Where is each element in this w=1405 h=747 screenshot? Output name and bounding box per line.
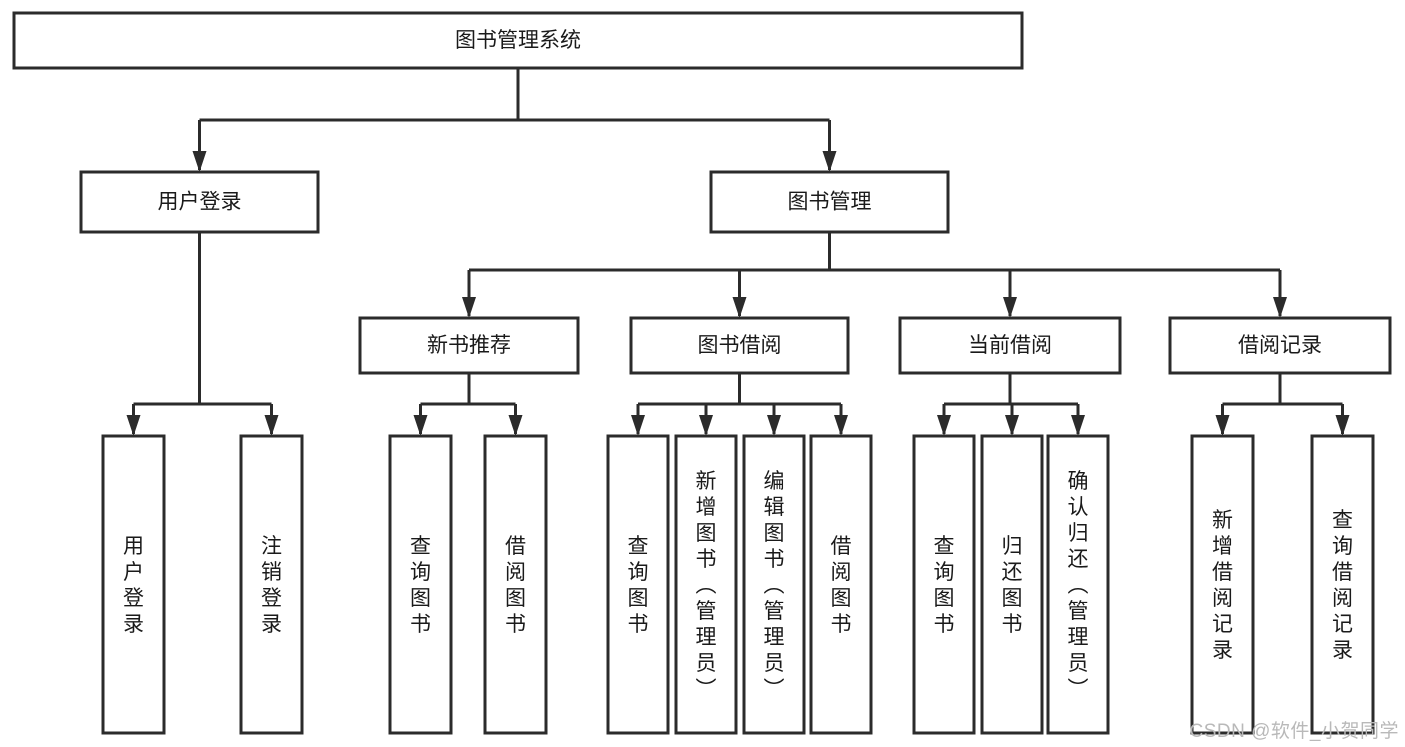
node-leaf-query-book-1[interactable]: 查询图书 bbox=[388, 434, 453, 735]
node-label-leaf-add-record: 新增借阅记录 bbox=[1212, 509, 1233, 662]
edge-group-new-book-rec bbox=[413, 373, 523, 436]
arrow-head bbox=[834, 415, 848, 436]
node-label-leaf-query-book-1: 查询图书 bbox=[410, 535, 431, 636]
edge-group-user-login bbox=[126, 232, 279, 436]
node-label-book-manage: 图书管理 bbox=[788, 191, 872, 214]
node-label-leaf-confirm-return: 确认归还︵管理员︶ bbox=[1068, 470, 1089, 701]
node-leaf-return-book[interactable]: 归还图书 bbox=[980, 434, 1044, 735]
arrow-head bbox=[732, 297, 747, 318]
node-box-leaf-add-book bbox=[674, 434, 738, 735]
node-label-leaf-add-book: 新增图书︵管理员︶ bbox=[696, 470, 717, 701]
arrow-head bbox=[192, 151, 207, 172]
arrow-head bbox=[413, 415, 428, 436]
node-label-leaf-query-book-2: 查询图书 bbox=[628, 535, 649, 636]
node-label-leaf-borrow-book-1: 借阅图书 bbox=[505, 535, 526, 636]
node-box-book-manage bbox=[709, 170, 950, 234]
node-box-leaf-borrow-book-1 bbox=[483, 434, 548, 735]
arrow-head bbox=[126, 415, 141, 436]
node-leaf-borrow-book-1[interactable]: 借阅图书 bbox=[483, 434, 548, 735]
node-label-current-borrow: 当前借阅 bbox=[968, 334, 1052, 357]
node-root[interactable]: 图书管理系统 bbox=[12, 11, 1024, 70]
connector-layer bbox=[126, 68, 1350, 436]
arrow-head bbox=[699, 415, 713, 436]
node-label-leaf-edit-book: 编辑图书︵管理员︶ bbox=[764, 470, 785, 701]
node-label-leaf-query-record: 查询借阅记录 bbox=[1332, 509, 1353, 662]
node-box-leaf-confirm-return bbox=[1046, 434, 1110, 735]
arrow-head bbox=[1005, 415, 1019, 436]
node-box-user-login bbox=[79, 170, 320, 234]
arrow-head bbox=[631, 415, 645, 436]
arrow-head bbox=[937, 415, 951, 436]
node-layer: 图书管理系统用户登录图书管理新书推荐图书借阅当前借阅借阅记录用户登录注销登录查询… bbox=[12, 11, 1392, 735]
arrow-head bbox=[264, 415, 279, 436]
arrow-head bbox=[822, 151, 837, 172]
node-book-borrow[interactable]: 图书借阅 bbox=[629, 316, 850, 375]
edge-group-book-manage bbox=[462, 232, 1287, 318]
node-label-leaf-borrow-book-2: 借阅图书 bbox=[831, 535, 852, 636]
node-label-book-borrow: 图书借阅 bbox=[698, 334, 782, 357]
node-box-book-borrow bbox=[629, 316, 850, 375]
node-box-leaf-edit-book bbox=[742, 434, 806, 735]
arrow-head bbox=[1071, 415, 1085, 436]
node-current-borrow[interactable]: 当前借阅 bbox=[898, 316, 1122, 375]
node-label-leaf-user-logout: 注销登录 bbox=[261, 535, 282, 636]
node-box-leaf-borrow-book-2 bbox=[809, 434, 873, 735]
node-leaf-add-record[interactable]: 新增借阅记录 bbox=[1190, 434, 1255, 735]
node-label-leaf-user-login: 用户登录 bbox=[123, 535, 144, 636]
node-leaf-query-record[interactable]: 查询借阅记录 bbox=[1310, 434, 1375, 735]
node-box-leaf-query-book-2 bbox=[606, 434, 670, 735]
arrow-head bbox=[1003, 297, 1017, 318]
node-box-current-borrow bbox=[898, 316, 1122, 375]
node-label-borrow-record: 借阅记录 bbox=[1238, 334, 1322, 357]
node-box-leaf-query-book-1 bbox=[388, 434, 453, 735]
arrow-head bbox=[767, 415, 781, 436]
node-box-new-book-rec bbox=[358, 316, 580, 375]
node-leaf-query-book-3[interactable]: 查询图书 bbox=[912, 434, 976, 735]
node-box-leaf-user-logout bbox=[239, 434, 304, 735]
edge-group-borrow-record bbox=[1215, 373, 1350, 436]
node-book-manage[interactable]: 图书管理 bbox=[709, 170, 950, 234]
node-leaf-edit-book[interactable]: 编辑图书︵管理员︶ bbox=[742, 434, 806, 735]
node-new-book-rec[interactable]: 新书推荐 bbox=[358, 316, 580, 375]
node-label-user-login: 用户登录 bbox=[158, 191, 242, 214]
node-box-leaf-query-book-3 bbox=[912, 434, 976, 735]
node-box-leaf-query-record bbox=[1310, 434, 1375, 735]
node-box-leaf-add-record bbox=[1190, 434, 1255, 735]
node-leaf-add-book[interactable]: 新增图书︵管理员︶ bbox=[674, 434, 738, 735]
edge-group-book-borrow bbox=[631, 373, 848, 436]
edge-group-root bbox=[192, 68, 837, 172]
arrow-head bbox=[1273, 297, 1287, 318]
node-label-root: 图书管理系统 bbox=[455, 29, 581, 52]
node-leaf-user-logout[interactable]: 注销登录 bbox=[239, 434, 304, 735]
arrow-head bbox=[1215, 415, 1230, 436]
node-box-root bbox=[12, 11, 1024, 70]
node-leaf-confirm-return[interactable]: 确认归还︵管理员︶ bbox=[1046, 434, 1110, 735]
node-user-login[interactable]: 用户登录 bbox=[79, 170, 320, 234]
node-borrow-record[interactable]: 借阅记录 bbox=[1168, 316, 1392, 375]
watermark-label: CSDN @软件_小贺同学 bbox=[1189, 721, 1399, 742]
arrow-head bbox=[508, 415, 523, 436]
edge-group-current-borrow bbox=[937, 373, 1085, 436]
node-leaf-borrow-book-2[interactable]: 借阅图书 bbox=[809, 434, 873, 735]
node-leaf-user-login[interactable]: 用户登录 bbox=[101, 434, 166, 735]
arrow-head bbox=[462, 297, 476, 318]
node-leaf-query-book-2[interactable]: 查询图书 bbox=[606, 434, 670, 735]
arrow-head bbox=[1335, 415, 1350, 436]
node-label-leaf-query-book-3: 查询图书 bbox=[934, 535, 955, 636]
node-box-leaf-user-login bbox=[101, 434, 166, 735]
node-box-leaf-return-book bbox=[980, 434, 1044, 735]
node-box-borrow-record bbox=[1168, 316, 1392, 375]
node-label-new-book-rec: 新书推荐 bbox=[427, 334, 511, 357]
node-label-leaf-return-book: 归还图书 bbox=[1002, 535, 1023, 636]
